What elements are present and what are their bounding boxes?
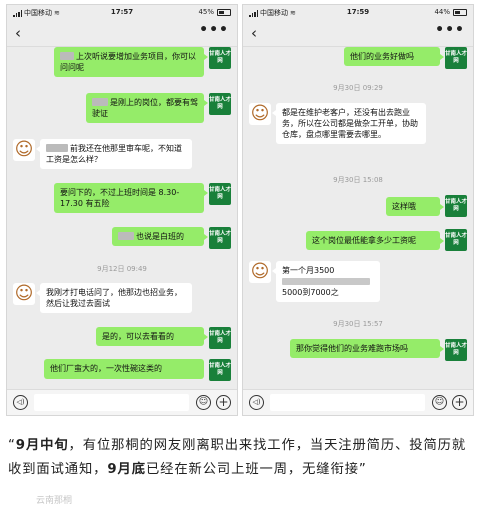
wifi-icon: ≋ — [290, 9, 296, 17]
avatar[interactable]: 甘南人才网 — [209, 47, 231, 69]
message-bubble: 是的，可以去看看的 — [96, 327, 208, 346]
wifi-icon: ≋ — [54, 9, 60, 17]
battery-icon — [453, 8, 467, 16]
battery-level — [219, 10, 225, 14]
more-icon[interactable]: ••• — [435, 22, 465, 38]
caption-highlight: 9月底 — [107, 462, 146, 477]
clock: 17:57 — [110, 8, 134, 16]
caption-highlight: 9月中旬 — [15, 438, 69, 453]
battery-percent: 45% — [198, 8, 214, 16]
redacted-block — [92, 98, 108, 106]
message-bubble: 都是在维护老客户，还没有出去跑业务，所以在公司都是做杂工开单，协助仓库，盘点哪里… — [272, 103, 426, 144]
avatar[interactable]: ☺ — [13, 283, 35, 305]
chat-input-bar: ◁) ☺ + — [7, 389, 237, 415]
message-bubble: 我刚才打电话问了，他那边也招业务，然后让我过去面试 — [36, 283, 192, 313]
watermark: 云南那桐 — [36, 496, 73, 506]
chat-header: ‹ ••• — [243, 21, 473, 47]
avatar[interactable]: 甘南人才网 — [209, 183, 231, 205]
battery-percent: 44% — [434, 8, 450, 16]
avatar-label: 甘南人才网 — [445, 51, 468, 64]
avatar-label: 甘南人才网 — [209, 331, 232, 344]
message-input[interactable] — [34, 394, 189, 411]
message-bubble: 是刚上的岗位，都要有驾驶证 — [86, 93, 208, 123]
status-bar: 中国移动≋ 17:57 45% — [7, 5, 237, 21]
avatar[interactable]: ☺ — [249, 103, 271, 125]
redacted-block — [46, 144, 68, 152]
message-bubble: 这样哦 — [386, 197, 444, 216]
avatar[interactable]: ☺ — [249, 261, 271, 283]
message-bubble: 上次听说要增加业务项目，你可以问问呢 — [54, 47, 208, 77]
battery-icon — [217, 8, 231, 16]
message-bubble: 他们厂蛮大的，一次性碗这类的 — [44, 359, 204, 379]
avatar-label: 甘南人才网 — [445, 233, 468, 246]
avatar-label: 甘南人才网 — [445, 343, 468, 356]
clock: 17:59 — [346, 8, 370, 16]
avatar-label: 甘南人才网 — [209, 231, 232, 244]
message-bubble: 前我还在他那里审车呢，不知道工资是怎么样？ — [36, 139, 192, 169]
smiley-avatar-icon: ☺ — [14, 283, 34, 304]
smiley-avatar-icon: ☺ — [250, 103, 270, 124]
carrier-label: 中国移动 — [260, 9, 288, 17]
redacted-line — [282, 278, 370, 285]
signal-icon — [13, 9, 22, 17]
avatar-label: 甘南人才网 — [209, 97, 232, 110]
avatar[interactable]: 甘南人才网 — [445, 195, 467, 217]
emoji-icon[interactable]: ☺ — [196, 395, 211, 410]
message-bubble: 那你觉得他们的业务难跑市场吗 — [290, 339, 444, 358]
smiley-avatar-icon: ☺ — [250, 261, 270, 282]
avatar[interactable]: 甘南人才网 — [445, 339, 467, 361]
avatar[interactable]: 甘南人才网 — [209, 359, 231, 381]
chat-screenshot-left: 中国移动≋ 17:57 45% ‹ ••• 甘南人才网 上次听说要增加业务项目，… — [6, 4, 238, 416]
voice-icon[interactable]: ◁) — [13, 395, 28, 410]
redacted-block — [60, 52, 74, 60]
smiley-avatar-icon: ☺ — [14, 139, 34, 160]
timestamp: 9月30日 15:08 — [333, 176, 383, 184]
emoji-icon[interactable]: ☺ — [432, 395, 447, 410]
chat-input-bar: ◁) ☺ + — [243, 389, 473, 415]
more-icon[interactable]: ••• — [199, 22, 229, 38]
avatar[interactable]: 甘南人才网 — [209, 93, 231, 115]
avatar-label: 甘南人才网 — [445, 199, 468, 212]
message-bubble: 第一个月3500 5000到7000之 — [272, 261, 380, 302]
battery-level — [455, 10, 461, 14]
timestamp: 9月30日 15:57 — [333, 320, 383, 328]
avatar-label: 甘南人才网 — [209, 51, 232, 64]
timestamp: 9月30日 09:29 — [333, 84, 383, 92]
redacted-block — [118, 232, 134, 240]
carrier-label: 中国移动 — [24, 9, 52, 17]
back-icon[interactable]: ‹ — [15, 24, 21, 42]
message-bubble: 这个岗位最低能拿多少工资呢 — [306, 231, 444, 250]
message-bubble: 要问下的，不过上班时间是 8.30-17.30 有五险 — [54, 183, 208, 213]
avatar[interactable]: 甘南人才网 — [209, 227, 231, 249]
signal-icon — [249, 9, 258, 17]
avatar[interactable]: 甘南人才网 — [445, 229, 467, 251]
message-bubble: 也说是白班的 — [112, 227, 208, 246]
avatar[interactable]: ☺ — [13, 139, 35, 161]
timestamp: 9月12日 09:49 — [97, 265, 147, 273]
article-caption: “9月中旬，有位那桐的网友刚离职出来找工作，当天注册简历、投简历就收到面试通知，… — [8, 438, 467, 477]
back-icon[interactable]: ‹ — [251, 24, 257, 42]
chat-header: ‹ ••• — [7, 21, 237, 47]
plus-icon[interactable]: + — [452, 395, 467, 410]
avatar[interactable]: 甘南人才网 — [445, 47, 467, 69]
plus-icon[interactable]: + — [216, 395, 231, 410]
chat-screenshot-right: 中国移动≋ 17:59 44% ‹ ••• 甘南人才网 他们的业务好做吗 9月3… — [242, 4, 474, 416]
message-bubble: 他们的业务好做吗 — [344, 47, 444, 66]
avatar[interactable]: 甘南人才网 — [209, 327, 231, 349]
voice-icon[interactable]: ◁) — [249, 395, 264, 410]
avatar-label: 甘南人才网 — [209, 187, 232, 200]
status-bar: 中国移动≋ 17:59 44% — [243, 5, 473, 21]
avatar-label: 甘南人才网 — [209, 363, 232, 376]
message-input[interactable] — [270, 394, 425, 411]
